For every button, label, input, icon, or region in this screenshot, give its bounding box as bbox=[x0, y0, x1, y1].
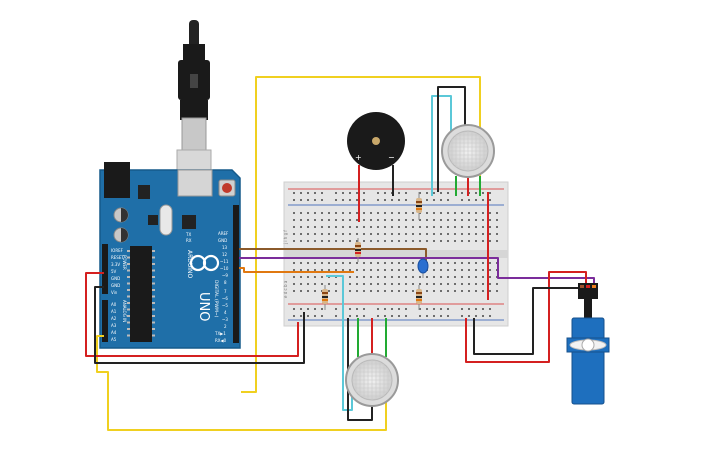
pin-label: TX▶1 bbox=[214, 331, 226, 336]
piezo-buzzer: + − bbox=[347, 112, 405, 170]
power-header bbox=[102, 244, 108, 294]
pin-label: ~9 bbox=[222, 273, 228, 278]
tx-led-label: TX bbox=[185, 232, 191, 237]
digital-header bbox=[233, 205, 239, 343]
pin-label: RESET bbox=[111, 255, 124, 260]
pin-label: A1 bbox=[111, 309, 117, 314]
pin-label: ~10 bbox=[220, 266, 229, 271]
pin-label: ~6 bbox=[222, 296, 228, 301]
pin-label: RX◀0 bbox=[215, 338, 227, 343]
usb-cable bbox=[176, 20, 212, 193]
servo-motor bbox=[566, 283, 610, 405]
pin-label: 3.3V bbox=[111, 262, 120, 267]
pin-label: 12 bbox=[222, 252, 228, 257]
resistors bbox=[322, 192, 422, 310]
buzzer-plus: + bbox=[355, 153, 362, 162]
power-jack bbox=[104, 162, 130, 198]
pin-label: ~3 bbox=[222, 317, 228, 322]
pin-label: A5 bbox=[111, 337, 117, 342]
breadboard-top-letters: j i h g f bbox=[283, 230, 288, 245]
wire-black-sensor-top bbox=[437, 86, 466, 192]
pin-label: 7 bbox=[224, 289, 227, 294]
wire-purple-pin11 bbox=[239, 257, 595, 290]
pin-label: A3 bbox=[111, 323, 117, 328]
wire-orange-pin10 bbox=[239, 267, 354, 273]
wire-red-servo bbox=[465, 271, 587, 363]
ceramic-capacitor bbox=[417, 258, 429, 278]
pin-label: GND bbox=[111, 283, 120, 288]
wire-black-ground bbox=[94, 286, 305, 364]
pin-label: ~5 bbox=[222, 303, 228, 308]
arduino-logo bbox=[189, 254, 220, 272]
wire-red-power bbox=[85, 272, 299, 357]
buzzer-minus: − bbox=[388, 153, 395, 162]
pin-label: A4 bbox=[111, 330, 117, 335]
arduino-model-text: UNO bbox=[196, 292, 211, 321]
wire-yellow-bottom bbox=[96, 335, 387, 431]
pin-label: 4 bbox=[224, 310, 227, 315]
pin-label: GND bbox=[111, 276, 120, 281]
power-label: POWER bbox=[122, 255, 127, 270]
pin-label: GND bbox=[218, 238, 227, 243]
resistor bbox=[416, 192, 422, 220]
digital-label: DIGITAL (PWM~) bbox=[213, 280, 219, 318]
pin-label: AREF bbox=[218, 231, 229, 236]
pin-label: 8 bbox=[224, 280, 227, 285]
breadboard bbox=[283, 181, 509, 327]
pin-label: 5V bbox=[111, 269, 117, 274]
arduino-uno-board: ARDUINO UNO DIGITAL (PWM~) TX RX POWER A… bbox=[99, 162, 241, 349]
resistor bbox=[355, 238, 361, 262]
pin-label: IOREF bbox=[111, 248, 124, 253]
crystal-oscillator bbox=[159, 204, 173, 236]
pin-label: 2 bbox=[224, 324, 227, 329]
gas-sensor-bottom bbox=[345, 353, 399, 407]
breadboard-bottom-letters: e d c b a bbox=[283, 280, 288, 298]
usb-socket bbox=[177, 169, 213, 197]
rx-led-label: RX bbox=[186, 238, 192, 243]
wire-cyan-top bbox=[431, 95, 452, 196]
wire-yellow-top bbox=[241, 76, 481, 393]
pin-label: ~11 bbox=[220, 259, 229, 264]
resistor bbox=[322, 285, 328, 310]
pin-label: A0 bbox=[111, 302, 117, 307]
resistor bbox=[416, 285, 422, 310]
atmega-chip bbox=[130, 246, 152, 342]
analog-label: ANALOG IN bbox=[122, 300, 127, 322]
arduino-brand-text: ARDUINO bbox=[186, 250, 193, 279]
analog-header bbox=[102, 300, 108, 342]
pin-label: A2 bbox=[111, 316, 117, 321]
wire-cyan-bottom bbox=[326, 275, 353, 411]
pin-label: Vin bbox=[111, 290, 118, 295]
gas-sensor-top bbox=[441, 124, 495, 178]
pin-label: 13 bbox=[222, 245, 228, 250]
